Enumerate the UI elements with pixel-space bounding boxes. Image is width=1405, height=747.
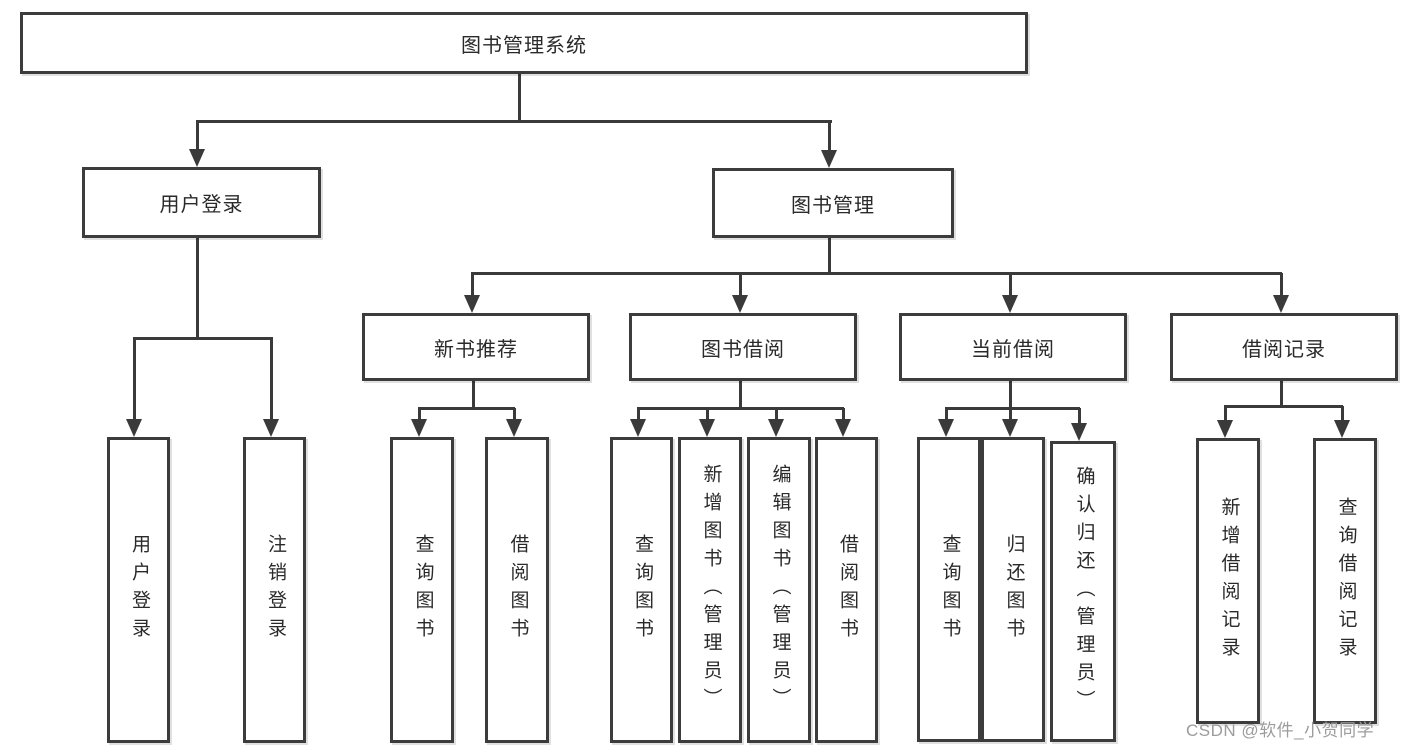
node-label: 注销登录	[264, 534, 286, 646]
arrow-down-icon	[1002, 295, 1018, 313]
arrow-down-icon	[1002, 419, 1018, 437]
leaf-borrow-books: 借阅图书	[815, 437, 878, 743]
leaf-edit-book-admin: 编辑图书（管理员）	[747, 437, 811, 743]
arrow-down-icon	[411, 419, 427, 437]
connector-root-stem	[518, 67, 521, 121]
connector-leaf-drop	[418, 408, 421, 421]
connector-level2-drop	[471, 273, 474, 298]
arrow-down-icon	[768, 419, 784, 437]
leaf-logout: 注销登录	[243, 437, 306, 743]
connector-current-borrow-bus	[945, 407, 1080, 410]
leaf-user-login: 用户登录	[107, 437, 170, 743]
connector-book-borrow-stem	[739, 375, 742, 408]
leaf-confirm-return-admin: 确认归还（管理员）	[1050, 441, 1116, 742]
connector-level1-bus	[196, 120, 832, 123]
arrow-down-icon	[1217, 420, 1233, 438]
node-label: 新增图书（管理员）	[700, 464, 722, 716]
connector-current-borrow-stem	[1009, 375, 1012, 408]
node-label: 新书推荐	[434, 338, 518, 361]
connector-leaf-drop	[1224, 406, 1227, 420]
node-book-borrowing: 图书借阅	[629, 313, 857, 381]
connector-leaf-drop	[945, 408, 948, 421]
connector-leaf-drop	[1009, 408, 1012, 421]
node-label: 借阅记录	[1242, 338, 1326, 361]
leaf-add-borrow-record: 新增借阅记录	[1196, 438, 1260, 724]
node-label: 查询借阅记录	[1335, 497, 1357, 665]
arrow-down-icon	[1273, 295, 1289, 313]
arrow-down-icon	[821, 150, 837, 168]
connector-leaf-drop	[133, 338, 136, 422]
arrow-down-icon	[506, 419, 522, 437]
node-current-borrowing: 当前借阅	[899, 313, 1127, 381]
connector-level2-drop	[739, 273, 742, 298]
node-label: 借阅图书	[836, 534, 858, 646]
csdn-watermark: CSDN @软件_小贺同学	[1186, 721, 1375, 740]
node-label: 图书管理系统	[461, 34, 587, 57]
arrow-down-icon	[732, 295, 748, 313]
node-label: 当前借阅	[971, 338, 1055, 361]
node-label: 归还图书	[1003, 533, 1025, 646]
arrow-down-icon	[630, 419, 646, 437]
connector-user-login-drop	[196, 121, 199, 151]
leaf-query-books-current: 查询图书	[917, 437, 981, 742]
node-label: 借阅图书	[507, 534, 529, 646]
connector-new-book-stem	[472, 375, 475, 408]
node-label: 新增借阅记录	[1218, 497, 1240, 665]
node-label: 确认归还（管理员）	[1073, 465, 1095, 718]
connector-book-mgmt-drop	[828, 121, 831, 152]
leaf-query-books-recommend: 查询图书	[390, 437, 454, 743]
leaf-add-book-admin: 新增图书（管理员）	[678, 437, 742, 743]
node-label: 图书借阅	[701, 338, 785, 361]
node-label: 查询图书	[412, 534, 434, 646]
node-label: 用户登录	[128, 534, 150, 646]
connector-book-mgmt-stem	[828, 232, 831, 273]
leaf-query-books-borrowing: 查询图书	[610, 437, 673, 743]
node-new-book-recommend: 新书推荐	[362, 313, 590, 381]
connector-leaf-drop	[1341, 406, 1344, 420]
connector-leaf-drop	[842, 408, 845, 421]
connector-user-login-stem	[196, 232, 199, 338]
connector-level2-drop	[1280, 273, 1283, 298]
node-label: 查询图书	[939, 533, 961, 646]
arrow-down-icon	[835, 419, 851, 437]
leaf-return-book: 归还图书	[981, 437, 1045, 742]
leaf-borrow-books-recommend: 借阅图书	[485, 437, 549, 743]
connector-leaf-drop	[637, 408, 640, 421]
arrow-down-icon	[189, 149, 205, 167]
arrow-down-icon	[1334, 420, 1350, 438]
node-user-login: 用户登录	[82, 167, 321, 238]
arrow-down-icon	[938, 419, 954, 437]
connector-leaf-drop	[706, 408, 709, 421]
node-label: 图书管理	[791, 194, 875, 217]
connector-level2-drop	[1009, 273, 1012, 298]
connector-leaf-drop	[513, 408, 516, 421]
connector-leaf-drop	[775, 408, 778, 421]
arrow-down-icon	[263, 419, 279, 437]
arrow-down-icon	[1071, 423, 1087, 441]
connector-borrow-record-stem	[1280, 375, 1283, 406]
connector-user-login-bus	[133, 337, 273, 340]
connector-book-borrow-bus	[637, 407, 844, 410]
connector-borrow-record-bus	[1224, 405, 1343, 408]
node-borrow-records: 借阅记录	[1170, 313, 1398, 381]
leaf-query-borrow-record: 查询借阅记录	[1313, 438, 1377, 724]
connector-leaf-drop	[1078, 408, 1081, 425]
connector-leaf-drop	[270, 338, 273, 422]
node-label: 查询图书	[631, 534, 653, 646]
arrow-down-icon	[699, 419, 715, 437]
node-label: 用户登录	[159, 194, 244, 216]
node-book-management: 图书管理	[712, 168, 954, 238]
arrow-down-icon	[464, 295, 480, 313]
node-label: 编辑图书（管理员）	[769, 464, 791, 716]
arrow-down-icon	[126, 419, 142, 437]
connector-level2-bus	[471, 272, 1282, 275]
connector-new-book-bus	[418, 407, 515, 410]
node-root-system: 图书管理系统	[20, 12, 1028, 74]
